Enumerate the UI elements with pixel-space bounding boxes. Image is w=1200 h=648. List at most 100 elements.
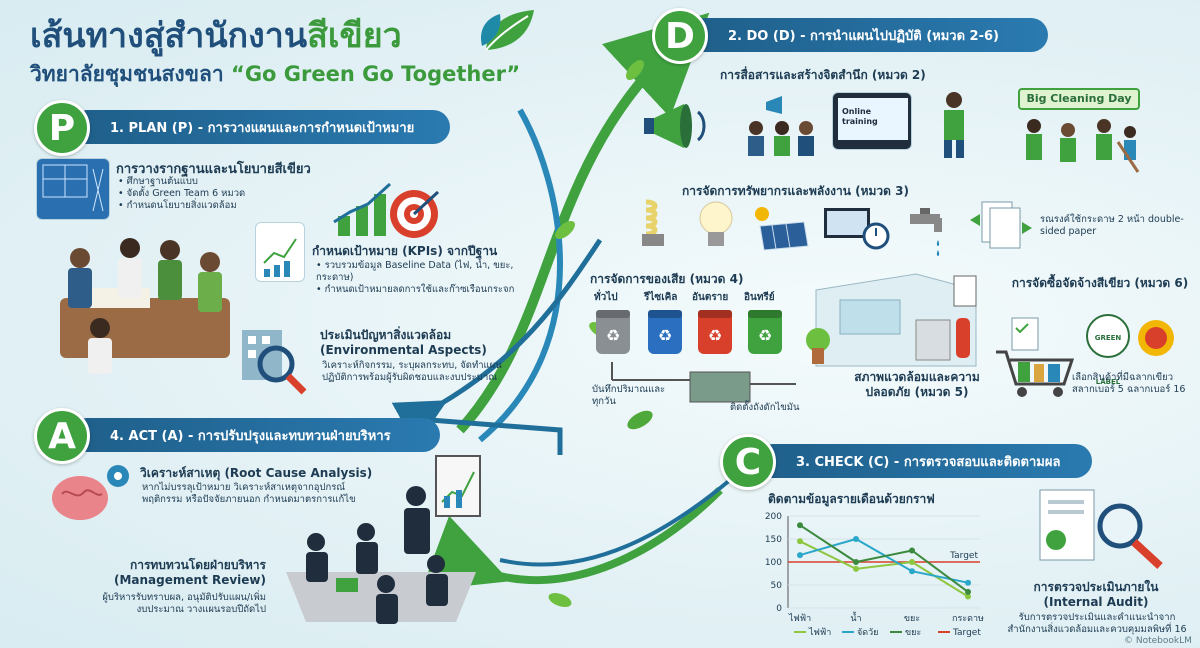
brain-gear-icon bbox=[52, 465, 129, 520]
legend-label: Target bbox=[952, 628, 981, 638]
series-line bbox=[799, 540, 969, 598]
do-procure-title: การจัดซื้อจัดจ้างสีเขียว (หมวด 6) bbox=[1011, 276, 1189, 290]
act-rca-text: หากไม่บรรลุเป้าหมาย วิเคราะห์สาเหตุจากอุ… bbox=[142, 482, 356, 505]
cfl-bulb-icon bbox=[642, 199, 664, 246]
plan-badge: P bbox=[34, 100, 90, 156]
plan-aspects-title: ประเมินปัญหาสิ่งแวดล้อม (Environmental A… bbox=[320, 328, 487, 357]
plan-policy-list: ศึกษาฐานต้นแบบ จัดตั้ง Green Team 6 หมวด… bbox=[118, 176, 246, 212]
volunteers-icon bbox=[944, 92, 964, 158]
check-badge: C bbox=[720, 434, 776, 490]
building-magnifier-icon bbox=[242, 330, 307, 395]
plan-kpi-title: กำหนดเป้าหมาย (KPIs) จากปีฐาน bbox=[312, 244, 498, 258]
bar-chart-icon bbox=[333, 182, 392, 236]
series-line bbox=[799, 537, 969, 584]
management-review-illustration bbox=[286, 455, 481, 624]
data-point bbox=[909, 559, 915, 565]
general-bin-icon: ♻ bbox=[596, 310, 630, 354]
list-item: รวบรวมข้อมูล Baseline Data (ไฟ, น้ำ, ขยะ… bbox=[316, 260, 536, 284]
leaf-icon bbox=[480, 10, 534, 51]
data-point bbox=[797, 552, 803, 559]
check-header-bar: 3. CHECK (C) - การตรวจสอบและติดตามผล bbox=[756, 444, 1092, 478]
x-tick-label: ขยะ bbox=[904, 614, 920, 624]
big-cleaning-day-banner: Big Cleaning Day bbox=[1018, 88, 1140, 110]
grease-trap-text: ติดตั้งถังดักไขมัน bbox=[730, 402, 800, 413]
led-bulb-icon bbox=[699, 201, 733, 246]
team-meeting-illustration bbox=[60, 238, 230, 374]
y-tick-label: 150 bbox=[765, 535, 782, 545]
do-comm-title: การสื่อสารและสร้างจิตสำนึก (หมวด 2) bbox=[720, 68, 926, 82]
office-environment-illustration bbox=[806, 273, 977, 367]
series-line bbox=[799, 524, 969, 593]
data-point bbox=[797, 538, 803, 545]
list-item: กำหนดนโยบายสิ่งแวดล้อม bbox=[118, 200, 245, 212]
waste-record-text: บันทึกปริมาณและทุกวัน bbox=[592, 384, 666, 407]
do-environment-title: สภาพแวดล้อมและความปลอดภัย (หมวด 5) bbox=[854, 370, 980, 399]
data-point bbox=[797, 522, 803, 529]
megaphone-icon bbox=[644, 104, 706, 148]
audit-document-icon bbox=[1039, 489, 1163, 569]
page-title: เส้นทางสู่สำนักงานสีเขียว bbox=[30, 16, 402, 56]
data-point bbox=[965, 579, 971, 586]
plan-policy-title: การวางรากฐานและนโยบายสีเขียว bbox=[116, 162, 311, 177]
target-icon bbox=[390, 190, 440, 238]
bin-label-general: ทั่วไป bbox=[594, 292, 618, 303]
data-point bbox=[853, 536, 859, 542]
footer-watermark: © NotebookLM bbox=[1124, 636, 1192, 646]
y-tick-label: 100 bbox=[765, 558, 782, 568]
x-tick-label: น้ำ bbox=[850, 611, 861, 624]
data-point bbox=[909, 547, 915, 554]
do-waste-title: การจัดการของเสีย (หมวด 4) bbox=[590, 272, 744, 286]
paper-note: รณรงค์ใช้กระดาษ 2 หน้า double-sided pape… bbox=[1040, 214, 1184, 237]
y-tick-label: 200 bbox=[765, 512, 782, 522]
bin-label-recycle: รีไซเคิล bbox=[644, 292, 678, 303]
act-review-text: ผู้บริหารรับทราบผล, อนุมัติปรับแผน/เพิ่ม… bbox=[102, 592, 266, 615]
act-rca-title: วิเคราะห์สาเหตุ (Root Cause Analysis) bbox=[140, 466, 373, 480]
computer-timer-icon bbox=[824, 208, 890, 250]
data-point bbox=[909, 568, 915, 575]
legend-label: ขยะ bbox=[905, 628, 921, 638]
check-chart-title: ติดตามข้อมูลรายเดือนด้วยกราฟ bbox=[768, 492, 935, 506]
x-tick-label: กระดาษ bbox=[952, 614, 984, 624]
plan-kpi-list: รวบรวมข้อมูล Baseline Data (ไฟ, น้ำ, ขยะ… bbox=[316, 260, 536, 296]
data-point bbox=[965, 588, 971, 595]
shopping-cart-icon bbox=[996, 317, 1075, 397]
report-chart-icon bbox=[255, 222, 305, 282]
y-tick-label: 0 bbox=[776, 604, 782, 614]
grease-trap-diagram bbox=[611, 362, 796, 403]
act-header-bar: 4. ACT (A) - การปรับปรุงและทบทวนฝ่ายบริห… bbox=[70, 418, 440, 452]
x-tick-label: ไฟฟ้า bbox=[788, 613, 811, 624]
check-audit-title: การตรวจประเมินภายใน (Internal Audit) bbox=[1033, 580, 1159, 609]
big-cleaning-day-illustration: Big Cleaning Day bbox=[1014, 88, 1144, 178]
people-presentation-icon bbox=[748, 96, 814, 156]
legend-label: ไฟฟ้า bbox=[808, 627, 831, 638]
online-training-monitor: Online training bbox=[832, 92, 912, 150]
solar-panel-icon bbox=[755, 207, 809, 251]
do-header-bar: 2. DO (D) - การนำแผนไปปฏิบัติ (หมวด 2-6) bbox=[688, 18, 1048, 52]
green-label-seal: GREEN LABEL bbox=[1086, 314, 1130, 386]
check-audit-text: รับการตรวจประเมินและคำแนะนำจากสำนักงานสิ… bbox=[1007, 612, 1187, 635]
page-subtitle: วิทยาลัยชุมชนสงขลา “Go Green Go Together… bbox=[30, 62, 521, 86]
y-tick-label: 50 bbox=[771, 581, 783, 591]
do-resource-title: การจัดการทรัพยากรและพลังงาน (หมวด 3) bbox=[682, 184, 909, 198]
data-point bbox=[853, 565, 859, 572]
energy-label-icon bbox=[1138, 320, 1174, 356]
online-training-label: Online training bbox=[842, 107, 878, 126]
water-tap-icon bbox=[910, 208, 942, 256]
recycle-bin-icon: ♻ bbox=[648, 310, 682, 354]
act-badge: A bbox=[34, 408, 90, 464]
target-label: Target bbox=[949, 551, 978, 561]
data-point bbox=[965, 593, 971, 600]
procure-text: เลือกสินค้าที่มีฉลากเขียว สลากเบอร์ 5 ฉล… bbox=[1072, 372, 1186, 395]
do-badge: D bbox=[652, 8, 708, 64]
plan-header-bar: 1. PLAN (P) - การวางแผนและการกำหนดเป้าหม… bbox=[70, 110, 450, 144]
blueprint-icon bbox=[36, 158, 110, 220]
bin-label-hazard: อันตราย bbox=[692, 292, 729, 303]
act-review-title: การทบทวนโดยฝ่ายบริหาร (Management Review… bbox=[113, 558, 266, 587]
list-item: กำหนดเป้าหมายลดการใช้และก๊าซเรือนกระจก bbox=[316, 284, 536, 296]
data-point bbox=[853, 559, 859, 565]
plan-aspects-text: วิเคราะห์กิจกรรม, ระบุผลกระทบ, จัดทำแผนป… bbox=[322, 360, 502, 383]
double-sided-paper-icon bbox=[970, 201, 1032, 249]
list-item: ศึกษาฐานต้นแบบ bbox=[118, 176, 245, 188]
legend-label: จัดวัย bbox=[857, 628, 878, 638]
